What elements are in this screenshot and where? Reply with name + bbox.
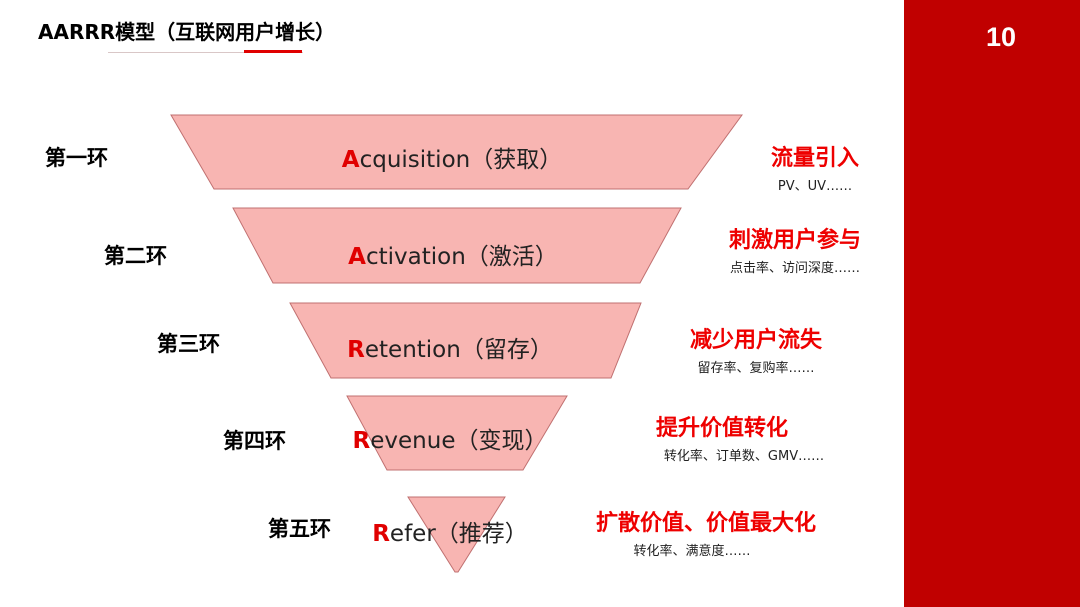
stage-2-label: 第二环 — [104, 244, 167, 268]
stage-3-initial: R — [347, 337, 365, 363]
stage-2-name: Activation（激活） — [348, 237, 558, 271]
stage-2-goal: 刺激用户参与 — [728, 228, 862, 253]
stage-4-label: 第四环 — [223, 429, 286, 453]
stage-4-initial: R — [352, 428, 371, 454]
stage-3-metrics: 留存率、复购率…… — [697, 361, 815, 376]
stage-1-name-rest: cquisition（获取） — [359, 147, 563, 173]
stage-2-name-rest: ctivation（激活） — [365, 244, 558, 270]
title-accent-bar — [244, 50, 302, 53]
stage-1-metrics: PV、UV…… — [777, 179, 853, 194]
funnel-stage-4-shape — [346, 395, 568, 471]
title-underline — [108, 52, 303, 53]
stage-1-goal: 流量引入 — [770, 146, 860, 171]
stage-5-initial: R — [372, 521, 390, 547]
side-accent-band — [904, 0, 1080, 607]
funnel-stage-5-shape — [407, 496, 506, 573]
funnel-stage-2-shape — [232, 207, 682, 284]
stage-4-name-rest: evenue（变现） — [370, 428, 548, 454]
stage-5-name: Refer（推荐） — [372, 514, 528, 548]
stage-1-initial: A — [341, 147, 360, 173]
stage-2-initial: A — [348, 244, 366, 270]
page-number: 10 — [985, 22, 1016, 52]
stage-3-label: 第三环 — [157, 332, 220, 356]
stage-3-name: Retention（留存） — [347, 330, 553, 364]
stage-5-name-rest: efer（推荐） — [389, 521, 528, 547]
slide-title: AARRR模型（互联网用户增长） — [38, 20, 336, 44]
stage-4-name: Revenue（变现） — [353, 421, 548, 455]
stage-1-name: Acquisition（获取） — [342, 140, 562, 174]
stage-4-metrics: 转化率、订单数、GMV…… — [663, 449, 825, 464]
funnel-diagram — [170, 114, 743, 573]
stage-3-goal: 减少用户流失 — [689, 328, 823, 353]
stage-3-name-rest: etention（留存） — [364, 337, 553, 363]
stage-5-goal: 扩散价值、价值最大化 — [595, 511, 817, 536]
stage-4-goal: 提升价值转化 — [655, 416, 789, 441]
stage-5-label: 第五环 — [268, 517, 331, 541]
funnel-stage-1-shape — [170, 114, 743, 190]
stage-2-metrics: 点击率、访问深度…… — [729, 261, 861, 276]
funnel-stage-3-shape — [289, 302, 642, 379]
stage-5-metrics: 转化率、满意度…… — [633, 544, 751, 559]
stage-1-label: 第一环 — [45, 146, 108, 170]
